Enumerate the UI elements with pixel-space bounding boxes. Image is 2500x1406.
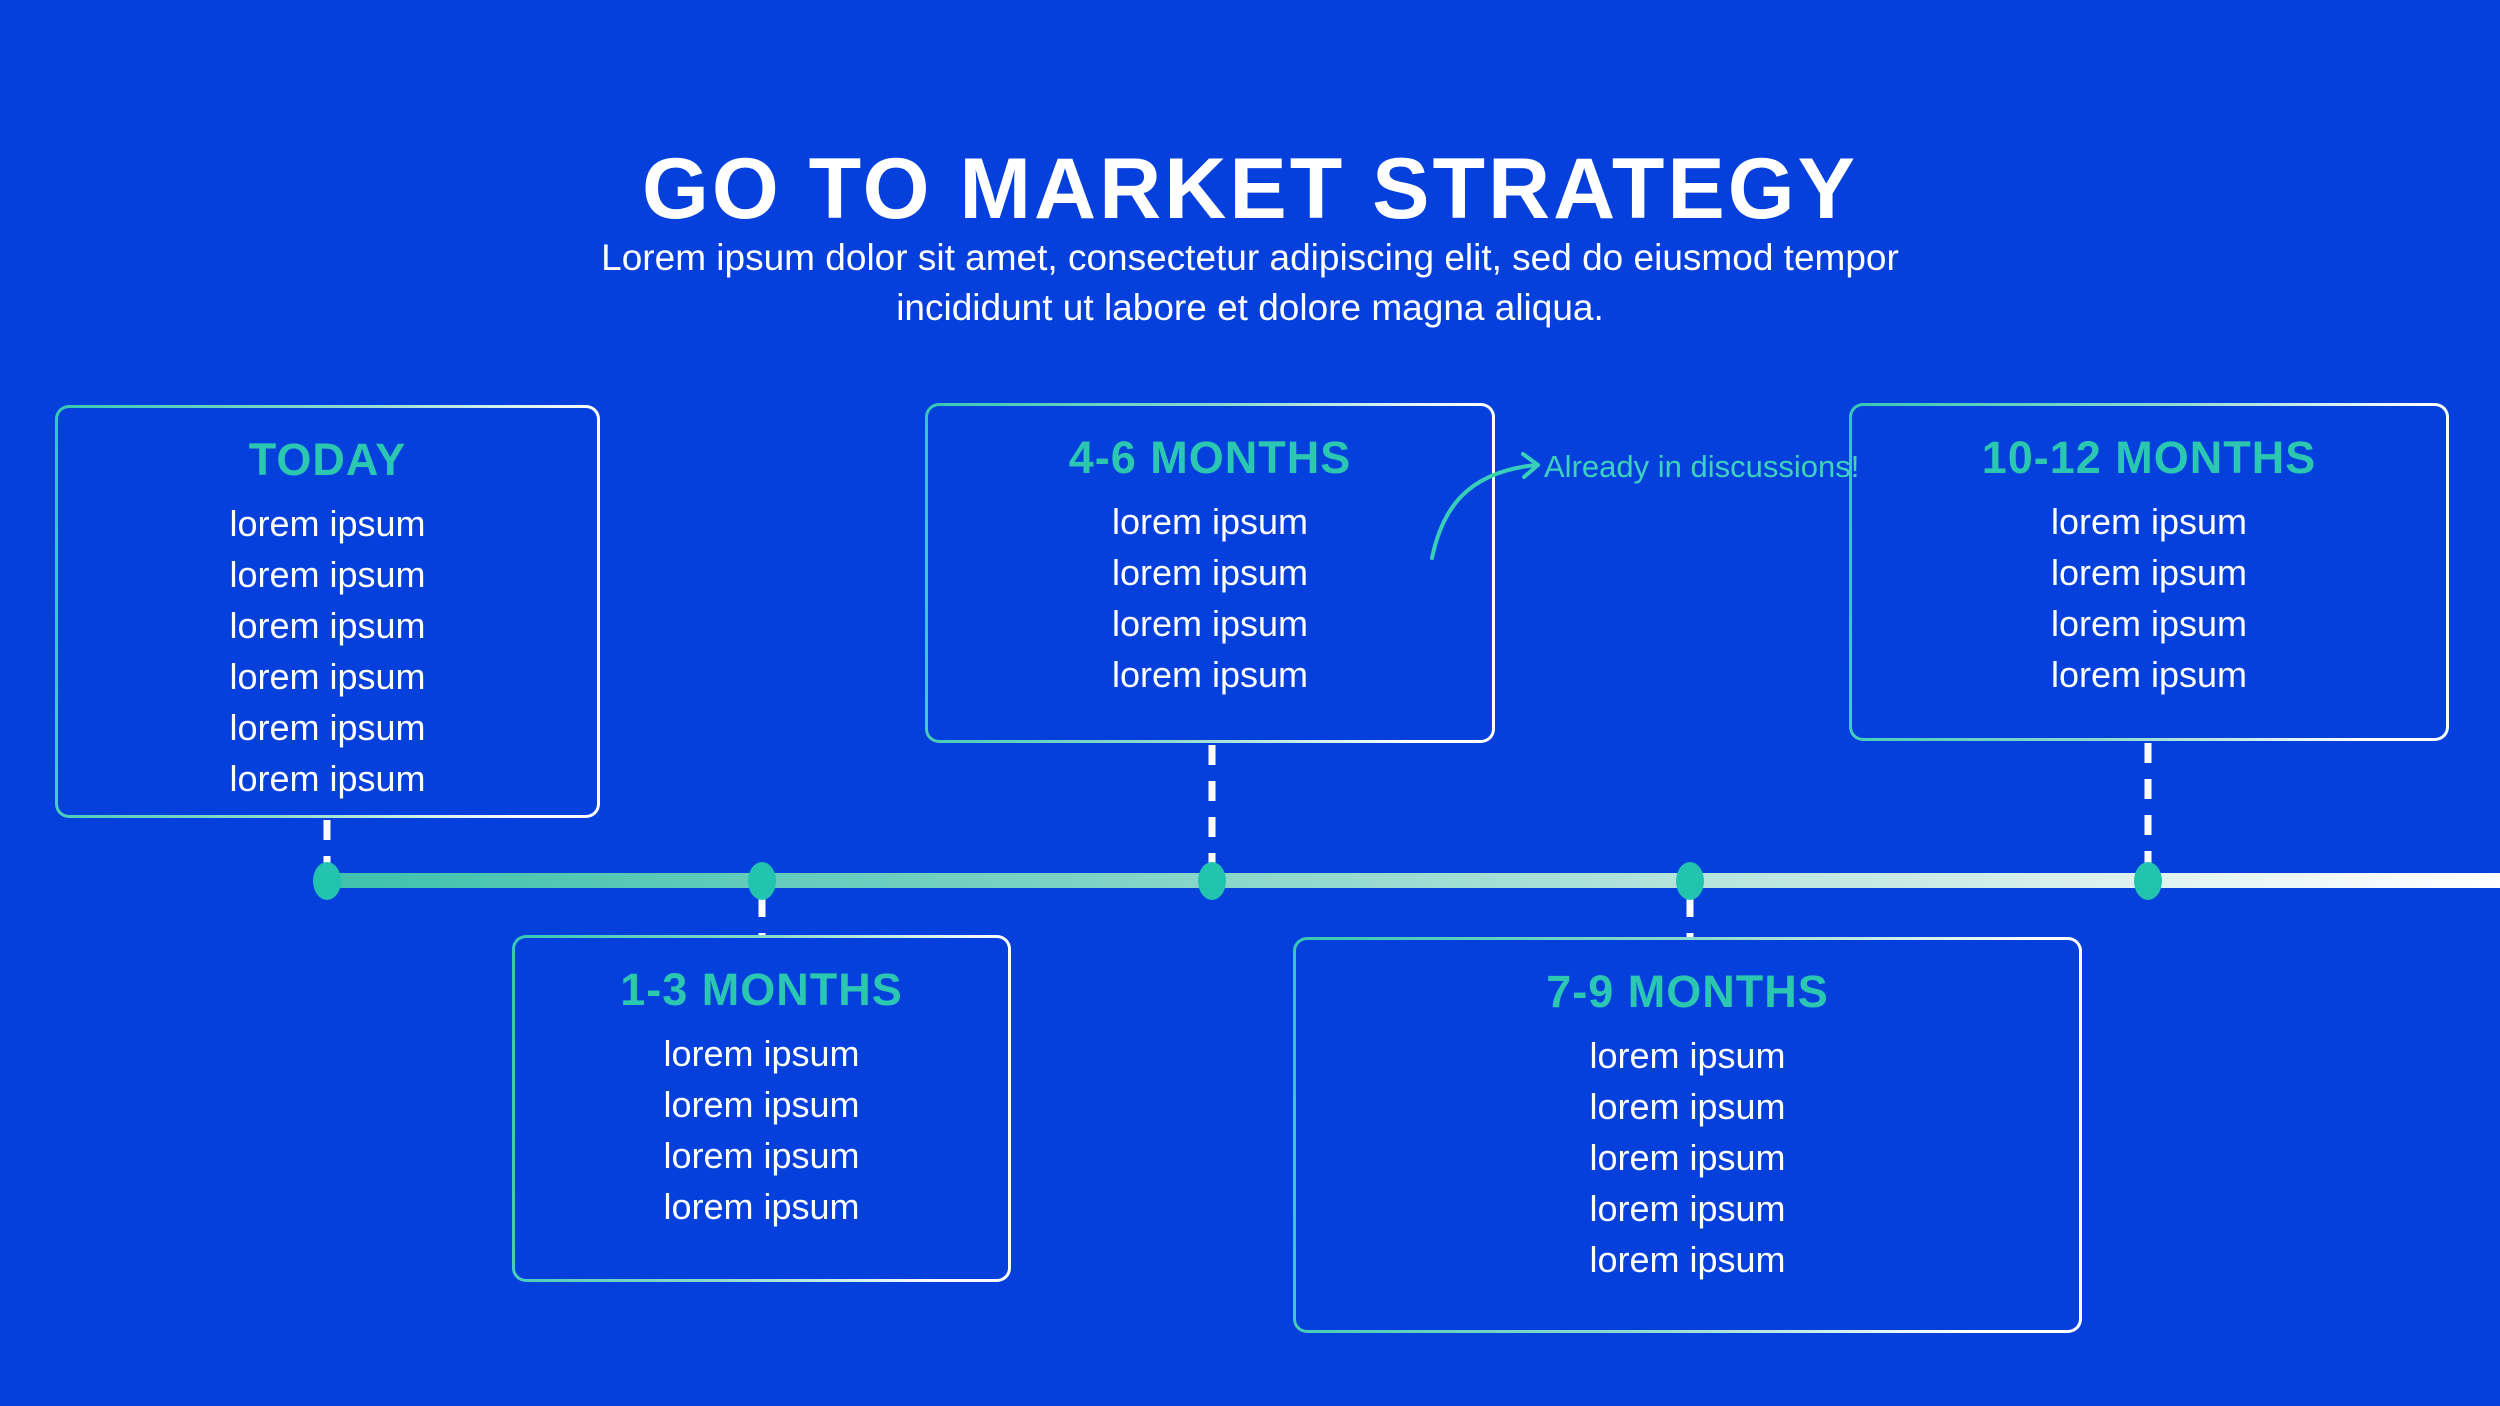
milestone-item: lorem ipsum xyxy=(1111,603,1309,644)
milestone-item: lorem ipsum xyxy=(1111,654,1309,695)
timeline-dot-4-6-months xyxy=(1198,862,1226,900)
milestone-title: 4-6 MONTHS xyxy=(1068,432,1352,483)
milestone-item: lorem ipsum xyxy=(1589,1137,1786,1178)
milestone-item: lorem ipsum xyxy=(1111,552,1309,593)
timeline-connector-7-9-months xyxy=(1686,897,1694,939)
milestone-card-7-9-months: 7-9 MONTHS lorem ipsum lorem ipsum lorem… xyxy=(1293,937,2082,1333)
milestone-item: lorem ipsum xyxy=(663,1033,860,1074)
milestone-item: lorem ipsum xyxy=(229,605,426,646)
subtitle-line-2: incididunt ut labore et dolore magna ali… xyxy=(896,287,1604,328)
milestone-title: TODAY xyxy=(248,434,407,485)
subtitle-line-1: Lorem ipsum dolor sit amet, consectetur … xyxy=(601,237,1899,278)
milestone-item: lorem ipsum xyxy=(663,1186,860,1227)
milestone-list: lorem ipsum lorem ipsum lorem ipsum lore… xyxy=(58,498,597,804)
milestone-list: lorem ipsum lorem ipsum lorem ipsum lore… xyxy=(1852,496,2446,700)
milestone-list: lorem ipsum lorem ipsum lorem ipsum lore… xyxy=(515,1028,1008,1232)
timeline-dot-today xyxy=(313,862,341,900)
timeline-line xyxy=(327,873,2500,888)
milestone-item: lorem ipsum xyxy=(229,503,426,544)
milestone-item: lorem ipsum xyxy=(663,1084,860,1125)
page-subtitle: Lorem ipsum dolor sit amet, consectetur … xyxy=(0,233,2500,333)
timeline-dot-1-3-months xyxy=(748,862,776,900)
milestone-item: lorem ipsum xyxy=(1589,1086,1786,1127)
timeline-connector-1-3-months xyxy=(758,897,766,937)
milestone-item: lorem ipsum xyxy=(229,656,426,697)
milestone-list: lorem ipsum lorem ipsum lorem ipsum lore… xyxy=(928,496,1492,700)
milestone-item: lorem ipsum xyxy=(2050,603,2248,644)
milestone-item: lorem ipsum xyxy=(229,758,426,799)
milestone-item: lorem ipsum xyxy=(229,707,426,748)
page-title: GO TO MARKET STRATEGY xyxy=(641,140,1859,237)
milestone-card-10-12-months: 10-12 MONTHS lorem ipsum lorem ipsum lor… xyxy=(1849,403,2449,741)
milestone-card-1-3-months: 1-3 MONTHS lorem ipsum lorem ipsum lorem… xyxy=(512,935,1011,1282)
milestone-item: lorem ipsum xyxy=(663,1135,860,1176)
timeline-connector-today xyxy=(323,820,331,866)
milestone-title: 1-3 MONTHS xyxy=(620,964,903,1015)
milestone-title: 7-9 MONTHS xyxy=(1546,966,1829,1017)
milestone-card-4-6-months: 4-6 MONTHS lorem ipsum lorem ipsum lorem… xyxy=(925,403,1495,743)
milestone-list: lorem ipsum lorem ipsum lorem ipsum lore… xyxy=(1296,1030,2079,1285)
milestone-title: 10-12 MONTHS xyxy=(1981,432,2317,483)
annotation-arrow-icon xyxy=(1430,452,1540,560)
milestone-card-today: TODAY lorem ipsum lorem ipsum lorem ipsu… xyxy=(55,405,600,818)
milestone-item: lorem ipsum xyxy=(1111,501,1309,542)
milestone-item: lorem ipsum xyxy=(1589,1035,1786,1076)
milestone-item: lorem ipsum xyxy=(1589,1239,1786,1280)
annotation-note: Already in discussions! xyxy=(1544,449,1860,484)
milestone-item: lorem ipsum xyxy=(229,554,426,595)
timeline-dot-7-9-months xyxy=(1676,862,1704,900)
milestone-item: lorem ipsum xyxy=(2050,552,2248,593)
milestone-item: lorem ipsum xyxy=(1589,1188,1786,1229)
milestone-item: lorem ipsum xyxy=(2050,654,2248,695)
timeline-connector-4-6-months xyxy=(1208,745,1216,865)
timeline-dot-10-12-months xyxy=(2134,862,2162,900)
timeline-connector-10-12-months xyxy=(2144,743,2152,865)
milestone-item: lorem ipsum xyxy=(2050,501,2248,542)
